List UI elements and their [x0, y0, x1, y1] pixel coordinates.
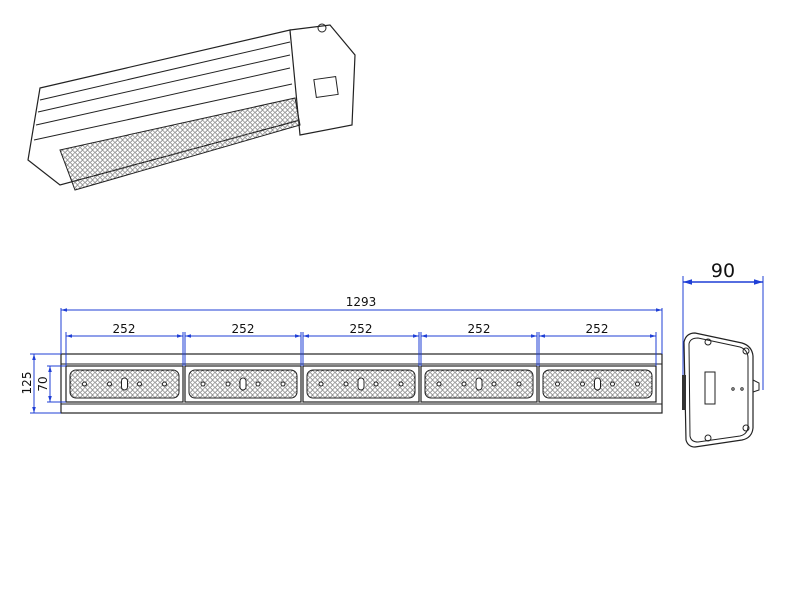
dim-module-3: 252: [350, 322, 373, 336]
dim-module-height: 70: [36, 376, 50, 391]
led-module: [65, 365, 184, 403]
dimensions-front: [30, 308, 663, 414]
led-module: [538, 365, 657, 403]
dim-overall-height: 125: [20, 372, 34, 395]
dim-depth: 90: [711, 260, 735, 282]
dim-module-1: 252: [113, 322, 136, 336]
dim-module-4: 252: [468, 322, 491, 336]
led-module: [302, 365, 420, 403]
dim-overall-length: 1293: [346, 295, 377, 309]
iso-view: [27, 23, 356, 191]
dim-module-2: 252: [232, 322, 255, 336]
side-view: [682, 332, 760, 448]
led-module: [184, 365, 302, 403]
led-module: [420, 365, 538, 403]
dim-module-5: 252: [586, 322, 609, 336]
dimensions-side: [682, 276, 764, 390]
front-view: [60, 353, 663, 414]
